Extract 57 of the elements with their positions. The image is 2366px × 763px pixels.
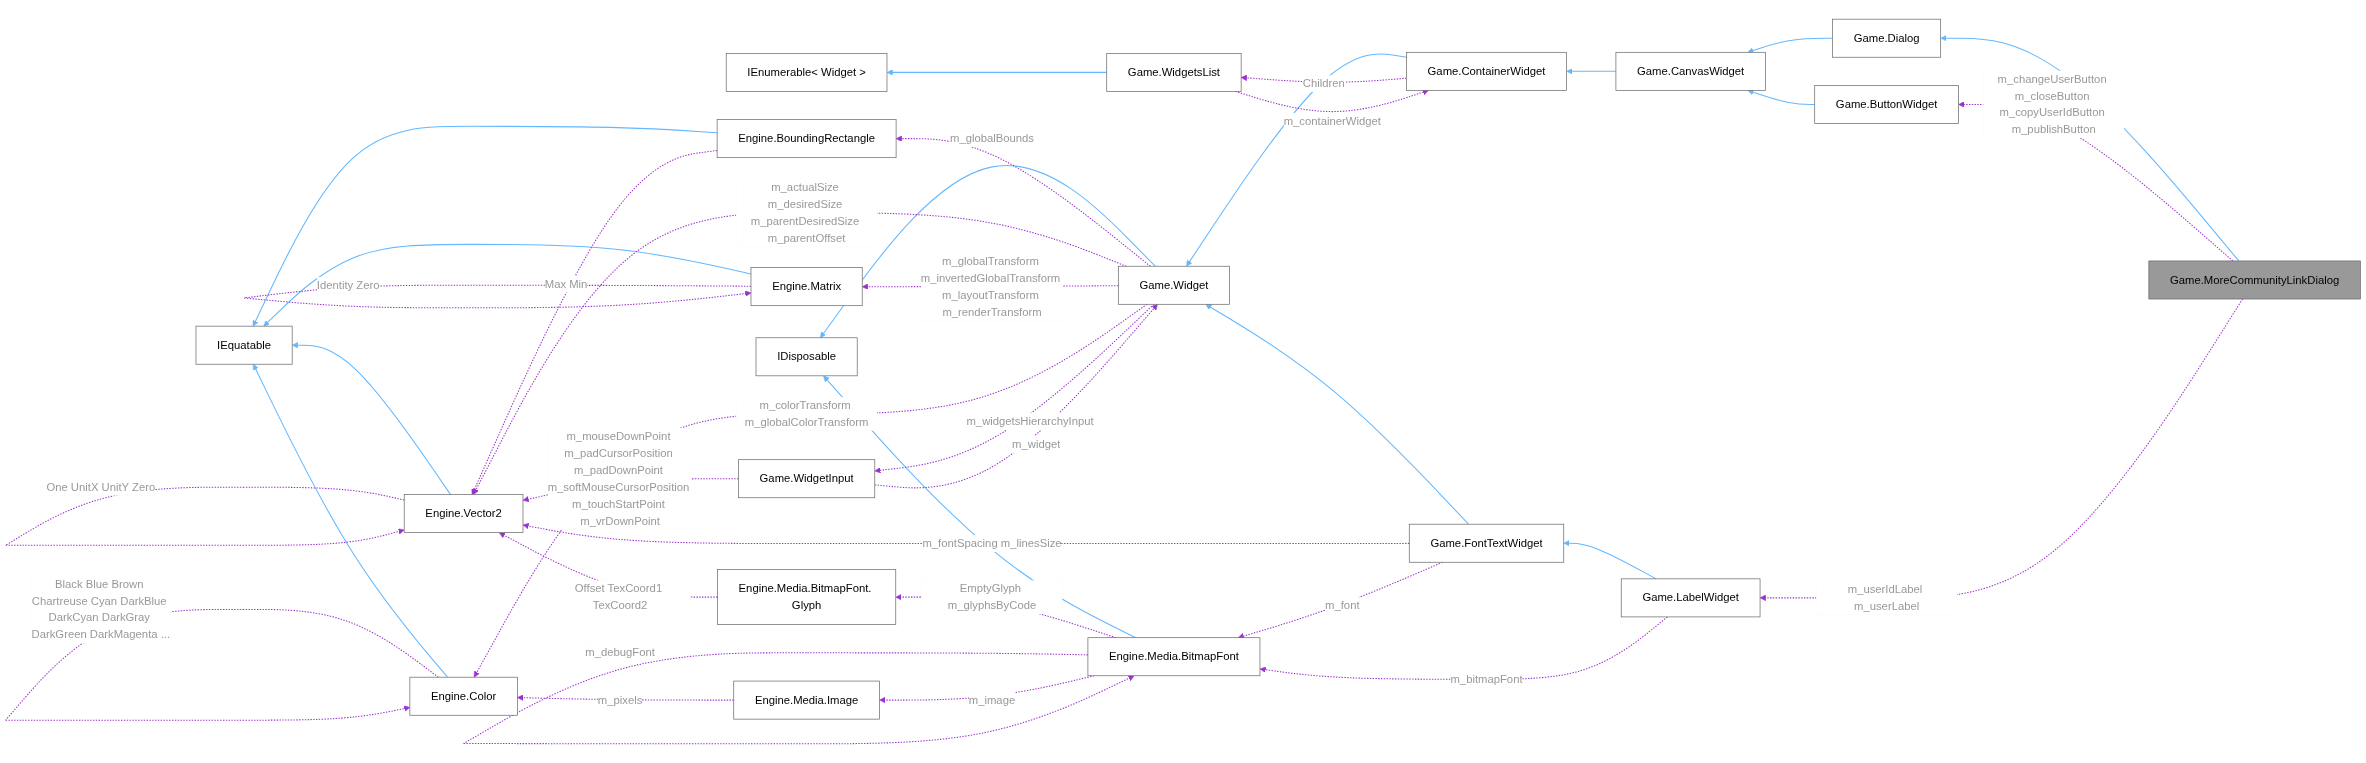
edge-label: m_containerWidget [1283,115,1381,128]
arrow [463,652,1135,745]
edge-label: m_fontSpacing m_linesSize [922,537,1062,550]
arrow [820,165,1156,339]
edge-label: m_bitmapFont [1450,672,1523,685]
node-box: Engine.Media.BitmapFont. Glyph [717,569,897,625]
edge-label: Offset TexCoord1 TexCoord2 [574,582,663,612]
edge-label: m_mouseDownPoint m_padCursorPosition m_padDownPoint m_softMouseCursorPosition m_touchStartPoint m_vrDownPoint [547,430,690,527]
arrow [252,125,718,327]
arrow [1205,304,1470,525]
edge-label: Max Min [544,277,588,290]
node-box: Game.Dialog [1832,18,1942,58]
arrow [1747,37,1834,54]
node-box: Game.Widget [1117,265,1230,305]
node-box: Engine.Media.Image [733,680,880,720]
node-box: Engine.BoundingRectangle [716,119,897,159]
node-box: Game.FontTextWidget [1408,523,1565,563]
arrow [1747,89,1816,105]
edge-label: m_globalBounds [949,132,1035,145]
arrow [895,135,1151,267]
arrow [473,212,1127,495]
edge-label: m_widgetsHierarchyInput [966,415,1094,428]
node-box: Game.LabelWidget [1620,578,1761,618]
arrow [1566,68,1617,75]
edge-label: m_widget [1012,438,1061,451]
node-box: IEquatable [195,325,293,365]
arrow [253,363,449,678]
edge-label: m_userIdLabel m_userLabel [1847,583,1923,612]
node-box: Game.ContainerWidget [1406,51,1567,91]
edge-label: m_pixels [597,693,643,706]
node-box: IDisposable [755,337,858,377]
edge-label: m_font [1325,599,1360,612]
node-box: Game.MoreCommunityLinkDialog [2148,260,2361,300]
node-box: Engine.Media.BitmapFont [1087,637,1261,677]
edge-label: Children [1302,77,1345,90]
edge-label: Identity Zero [316,278,380,291]
node-box: Game.CanvasWidget [1615,51,1766,91]
edge-label: m_image [968,693,1016,706]
edge-label: Black Blue Brown Chartreuse Cyan DarkBlue DarkCyan DarkGray DarkGreen DarkMagenta ... [31,577,171,641]
edge-label: m_colorTransform m_globalColorTransform [744,399,869,428]
edge-label: m_actualSize m_desiredSize m_parentDesiredSize m_parentOffset [750,180,860,244]
edge-label: m_globalTransform m_invertedGlobalTransform m_layoutTransform m_renderTransform [920,254,1061,318]
node-box: Game.WidgetsList [1106,53,1242,92]
edge-label: m_debugFont [585,646,655,659]
arrow [291,342,452,496]
node-box: Engine.Vector2 [403,494,524,533]
edge-label: One UnitX UnitY Zero [46,480,156,493]
node-box: IEnumerable< Widget > [725,53,888,92]
edge-label: EmptyGlyph m_glyphsByCode [947,582,1037,612]
node-box: Game.ButtonWidget [1814,85,1959,124]
node-box: Engine.Matrix [750,267,863,307]
arrow [263,243,752,327]
node-box: Engine.Color [409,676,518,716]
edge-label: m_changeUserButton m_closeButton m_copyUserIdButton m_publishButton [1997,72,2107,136]
arrow [1563,540,1657,580]
arrow [886,69,1108,76]
node-box: Game.WidgetInput [738,459,876,499]
